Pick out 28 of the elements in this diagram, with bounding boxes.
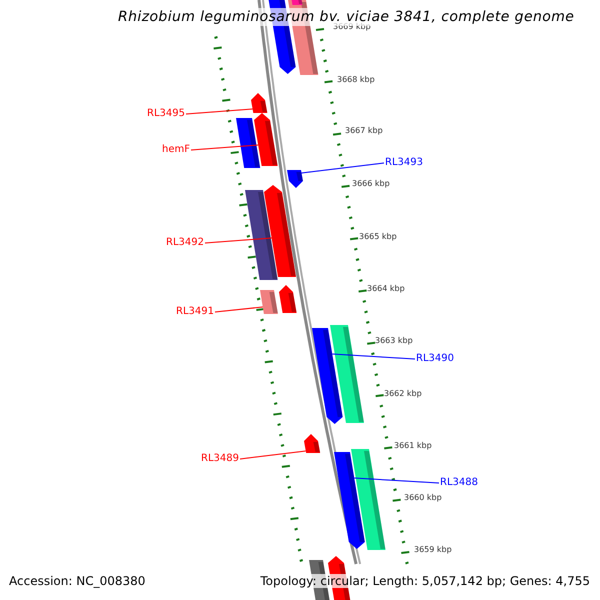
tick-label: 3664 kbp	[367, 284, 405, 294]
accession-text: Accession: NC_008380	[9, 574, 146, 588]
leader-line	[214, 306, 264, 312]
tick-label: 3663 kbp	[375, 336, 413, 346]
gene-label: RL3490	[416, 353, 454, 365]
leader-line	[354, 478, 440, 484]
gene-label: RL3489	[201, 453, 239, 465]
gene-label: RL3491	[176, 306, 214, 318]
tick-label: 3665 kbp	[359, 232, 397, 242]
tick-label: 3666 kbp	[352, 179, 390, 189]
tick-label: 3662 kbp	[384, 389, 422, 399]
tick-label: 3667 kbp	[345, 126, 383, 136]
tick-label: 3660 kbp	[404, 493, 442, 503]
tick-label: 3661 kbp	[394, 441, 432, 451]
gene-label: RL3495	[147, 108, 185, 120]
leader-line	[204, 238, 272, 244]
leader-line	[186, 108, 254, 114]
tick-label: 3668 kbp	[337, 75, 375, 85]
gene-label: RL3492	[166, 237, 204, 249]
gene-label: RL3488	[440, 477, 478, 489]
leader-line	[332, 354, 416, 360]
gene-label: RL3493	[385, 157, 423, 169]
leader-line	[240, 450, 306, 460]
leader-line	[190, 144, 259, 150]
genome-stats-text: Topology: circular; Length: 5,057,142 bp; Genes: 4,755	[260, 574, 590, 588]
gene-label: hemF	[162, 144, 190, 156]
tick-label: 3659 kbp	[414, 545, 452, 555]
leader-line	[301, 162, 384, 174]
